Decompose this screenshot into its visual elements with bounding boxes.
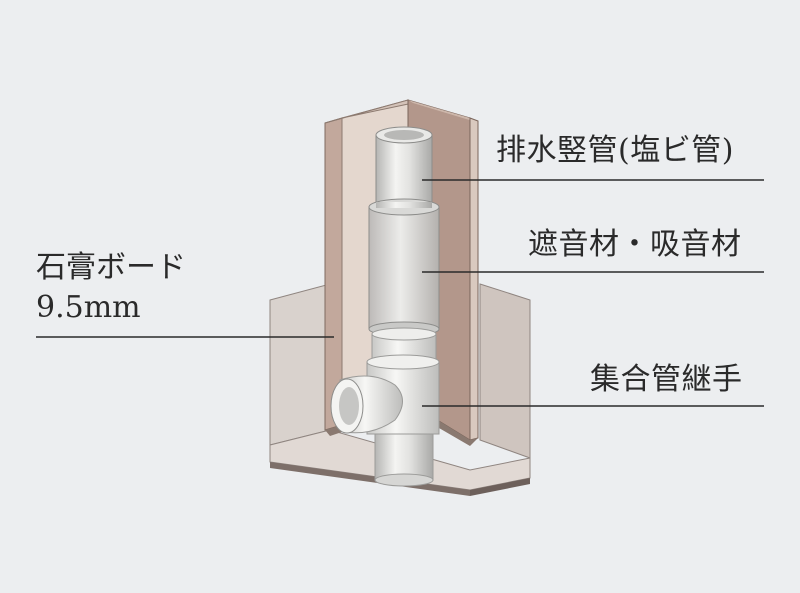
insulation-wrap: [368, 198, 440, 337]
gypsum-board-thickness: 9.5mm: [36, 289, 141, 325]
gypsum-board-name: 石膏ボード: [36, 250, 186, 285]
fitting-label: 集合管継手: [590, 362, 743, 397]
insulation-label: 遮音材・吸音材: [528, 227, 742, 262]
drain-pipe-label: 排水竪管(塩ビ管): [496, 133, 734, 168]
pipe-fitting: [330, 327, 440, 487]
leader-lines: [36, 179, 764, 407]
gypsum-board-label: 石膏ボード 9.5mm: [36, 252, 186, 323]
